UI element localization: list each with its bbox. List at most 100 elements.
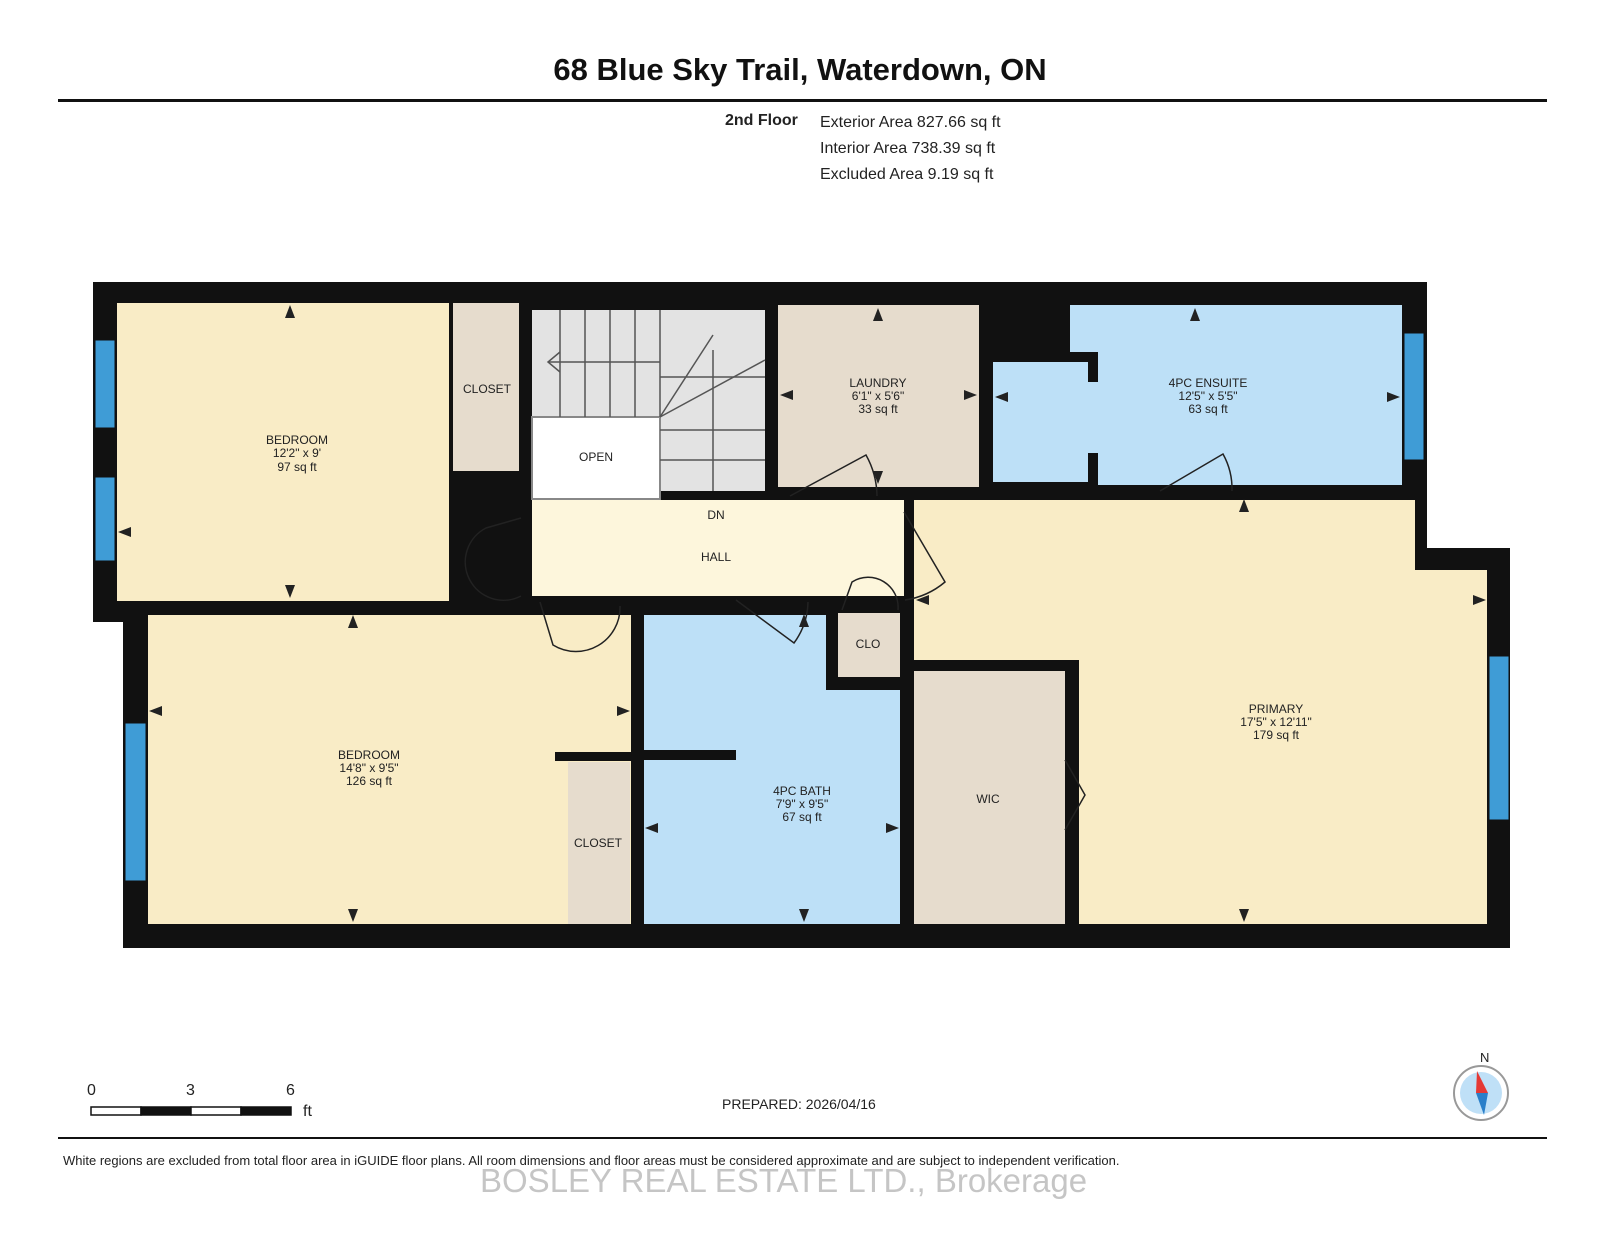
prepared-date: PREPARED: 2026/04/16: [722, 1096, 876, 1112]
disclaimer-text: White regions are excluded from total fl…: [63, 1153, 1120, 1168]
scale-bar: [90, 1106, 292, 1116]
arrow-icon: [886, 823, 899, 833]
scale-segment: [140, 1106, 192, 1116]
bedroom2-area: 126 sq ft: [346, 774, 393, 788]
door-wic: [1064, 759, 1086, 831]
excluded-area: Excluded Area 9.19 sq ft: [820, 166, 994, 183]
bath-name: 4PC BATH: [773, 784, 831, 798]
arrow-icon: [149, 706, 162, 716]
closet2-top-wall: [555, 752, 632, 761]
arrow-icon: [964, 390, 977, 400]
wic-name: WIC: [976, 792, 1000, 806]
clo-name: CLO: [856, 637, 881, 651]
laundry-name: LAUNDRY: [849, 376, 906, 390]
ensuite-area: 63 sq ft: [1188, 402, 1228, 416]
scale-tick-0: 0: [87, 1082, 96, 1099]
interior-partitions: [555, 750, 736, 761]
arrow-icon: [1387, 392, 1400, 402]
wic-floor: [914, 671, 1065, 924]
exterior-area: Exterior Area 827.66 sq ft: [820, 114, 1001, 131]
room-labels: BEDROOM 12'2" x 9' 97 sq ft CLOSET OPEN …: [266, 376, 1312, 850]
bedroom1-floor: [117, 303, 449, 601]
bath-dims: 7'9" x 9'5": [776, 797, 828, 811]
scale-segment: [90, 1106, 142, 1116]
arrow-icon: [348, 909, 358, 922]
arrow-icon: [617, 706, 630, 716]
laundry-area: 33 sq ft: [858, 402, 898, 416]
arrow-icon: [873, 308, 883, 321]
window-bedroom2: [124, 722, 147, 882]
hall-floor: [532, 500, 904, 596]
arrow-icon: [1473, 595, 1486, 605]
arrow-icon: [995, 392, 1008, 402]
arrow-icon: [873, 471, 883, 484]
arrow-icon: [916, 595, 929, 605]
primary-dims: 17'5" x 12'11": [1240, 715, 1312, 729]
closet2-floor: [568, 762, 630, 924]
open-area: [531, 416, 661, 500]
bedroom2-name: BEDROOM: [338, 748, 400, 762]
compass-needle-north: [1476, 1071, 1488, 1093]
footer-divider: [58, 1137, 1547, 1139]
door-ensuite: [1159, 452, 1233, 492]
interior-area: Interior Area 738.39 sq ft: [820, 140, 996, 157]
bath-stub-wall: [644, 750, 736, 760]
brokerage-watermark: BOSLEY REAL ESTATE LTD., Brokerage: [480, 1162, 1088, 1199]
laundry-floor: [778, 305, 979, 487]
scale-segment: [240, 1106, 292, 1116]
ensuite-floor: [1070, 305, 1402, 485]
compass-north-label: N: [1480, 1050, 1490, 1065]
scale-tick-6: 6: [286, 1082, 295, 1099]
open-name: OPEN: [579, 450, 613, 464]
window-primary: [1488, 655, 1510, 821]
title-divider: [58, 99, 1547, 102]
stair-treads: [546, 310, 766, 491]
arrow-icon: [799, 614, 809, 627]
windows: [94, 332, 1510, 882]
arrow-icon: [645, 823, 658, 833]
scale-tick-3: 3: [186, 1082, 195, 1099]
scale-segment: [190, 1106, 242, 1116]
arrow-icon: [285, 305, 295, 318]
bedroom2-dims: 14'8" x 9'5": [339, 761, 398, 775]
doors: [464, 452, 1233, 831]
area-summary: Exterior Area 827.66 sq ft Interior Area…: [820, 110, 1001, 188]
scale-unit: ft: [303, 1103, 312, 1120]
closet1-name: CLOSET: [463, 382, 512, 396]
bath-area: 67 sq ft: [782, 810, 822, 824]
arrow-icon: [1190, 308, 1200, 321]
hall-name: HALL: [701, 550, 731, 564]
laundry-dims: 6'1" x 5'6": [852, 389, 904, 403]
door-laundry: [789, 453, 878, 497]
compass-needle-south: [1476, 1093, 1488, 1115]
arrow-icon: [780, 390, 793, 400]
ensuite-dims: 12'5" x 5'5": [1178, 389, 1237, 403]
closet1-floor: [453, 303, 519, 471]
arrow-icon: [1239, 909, 1249, 922]
arrow-icon: [118, 527, 131, 537]
door-bedroom1: [464, 517, 522, 601]
bath-floor: [644, 615, 900, 924]
arrow-icon: [285, 585, 295, 598]
arrow-icon: [1239, 499, 1249, 512]
primary-area: 179 sq ft: [1253, 728, 1300, 742]
compass-icon: [1453, 1065, 1509, 1121]
ensuite-name: 4PC ENSUITE: [1169, 376, 1248, 390]
stair-tread: [659, 359, 766, 418]
window-ensuite: [1403, 332, 1425, 461]
stair-tread: [659, 334, 714, 418]
bedroom1-dims: 12'2" x 9': [273, 446, 321, 460]
primary-name: PRIMARY: [1249, 702, 1303, 716]
bedroom2-floor: [148, 615, 631, 924]
dimension-arrows: [118, 305, 1486, 922]
door-clo: [841, 576, 899, 611]
door-primary: [903, 511, 946, 601]
stairs-down-label: DN: [707, 508, 724, 522]
ensuite-floor-west: [993, 362, 1088, 482]
window-bedroom1-upper: [94, 339, 116, 429]
door-bedroom2: [539, 601, 621, 653]
window-bedroom1-lower: [94, 476, 116, 562]
page-title: 68 Blue Sky Trail, Waterdown, ON: [553, 52, 1047, 87]
